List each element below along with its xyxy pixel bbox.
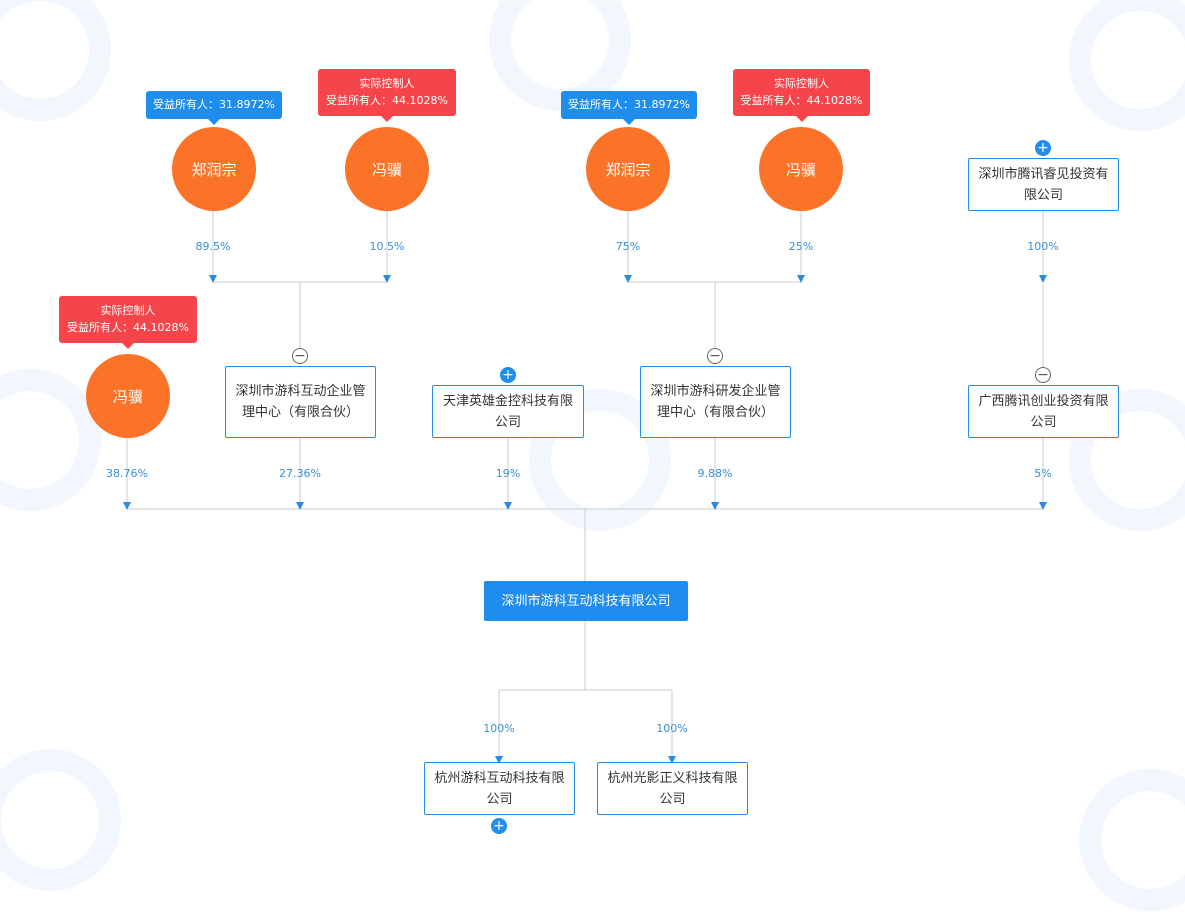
controller-tag: 实际控制人 受益所有人：44.1028% [733, 69, 870, 122]
percentage-label: 100% [483, 722, 515, 735]
company-tencent-ruijian[interactable]: 深圳市腾讯睿见投资有限公司 [968, 158, 1119, 211]
connector-lines [123, 210, 1047, 764]
collapse-minus-icon[interactable]: − [292, 348, 308, 364]
collapse-minus-icon[interactable]: − [707, 348, 723, 364]
person-feng-ji[interactable]: 冯骥 [86, 354, 170, 438]
tag-line: 受益所有人：31.8972% [153, 98, 275, 111]
percentage-label: 9.88% [697, 467, 733, 480]
company-hangzhou-youke[interactable]: 杭州游科互动科技有限公司 [424, 762, 575, 815]
company-youke-yanfa-center[interactable]: 深圳市游科研发企业管理中心（有限合伙） [640, 366, 791, 438]
tag-line: 实际控制人 [100, 304, 156, 317]
tag-line: 实际控制人 [359, 77, 415, 90]
person-feng-ji[interactable]: 冯骥 [345, 127, 429, 211]
beneficial-owner-tag: 受益所有人：31.8972% [561, 91, 697, 125]
percentage-label: 19% [495, 467, 521, 480]
tag-line: 受益所有人：44.1028% [326, 94, 448, 107]
company-youke-hudong-center[interactable]: 深圳市游科互动企业管理中心（有限合伙） [225, 366, 376, 438]
percentage-label: 27.36% [279, 467, 321, 480]
tag-line: 实际控制人 [774, 77, 829, 90]
percentage-label: 89.5% [195, 240, 231, 253]
controller-tag: 实际控制人 受益所有人：44.1028% [318, 69, 456, 122]
expand-plus-icon[interactable]: + [1035, 140, 1051, 156]
company-tianjin-yingxiong[interactable]: 天津英雄金控科技有限公司 [432, 385, 584, 438]
person-zheng-runzong[interactable]: 郑润宗 [172, 127, 256, 211]
person-zheng-runzong[interactable]: 郑润宗 [586, 127, 670, 211]
beneficial-owner-tag: 受益所有人：31.8972% [146, 91, 282, 125]
company-main[interactable]: 深圳市游科互动科技有限公司 [484, 581, 688, 621]
tag-line: 受益所有人：31.8972% [568, 98, 690, 111]
expand-plus-icon[interactable]: + [491, 818, 507, 834]
tag-line: 受益所有人：44.1028% [67, 321, 189, 334]
percentage-label: 38.76% [106, 467, 148, 480]
percentage-label: 100% [656, 722, 688, 735]
percentage-label: 5% [1034, 467, 1052, 480]
tag-line: 受益所有人：44.1028% [740, 94, 863, 107]
controller-tag: 实际控制人 受益所有人：44.1028% [59, 296, 197, 349]
percentage-label: 25% [788, 240, 814, 253]
company-hangzhou-guangying[interactable]: 杭州光影正义科技有限公司 [597, 762, 748, 815]
percentage-label: 75% [615, 240, 641, 253]
expand-plus-icon[interactable]: + [500, 367, 516, 383]
percentage-label: 10.5% [369, 240, 405, 253]
percentage-label: 100% [1027, 240, 1059, 253]
person-feng-ji[interactable]: 冯骥 [759, 127, 843, 211]
company-guangxi-tencent[interactable]: 广西腾讯创业投资有限公司 [968, 385, 1119, 438]
collapse-minus-icon[interactable]: − [1035, 367, 1051, 383]
